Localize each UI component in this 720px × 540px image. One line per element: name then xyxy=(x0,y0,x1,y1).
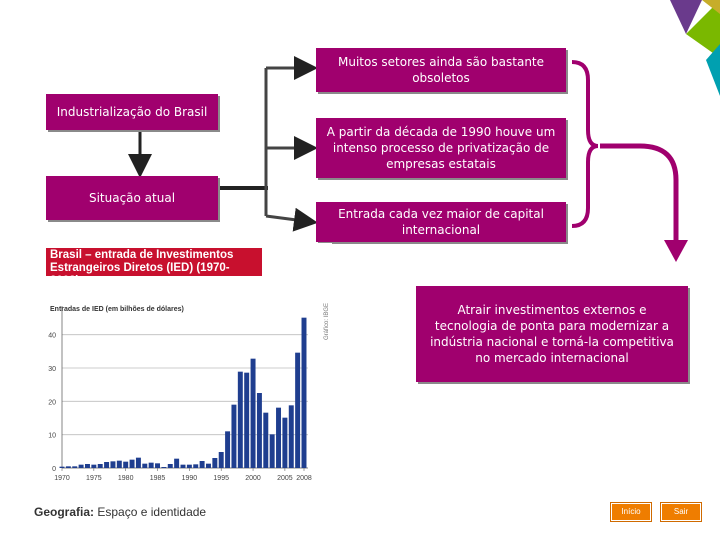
bar-1979 xyxy=(116,460,122,468)
arrow-to-capital xyxy=(265,207,318,232)
chart-title: Brasil – entrada de Investimentos Estran… xyxy=(46,248,262,287)
y-axis-label: Entradas de IED (em bilhões de dólares) xyxy=(50,306,184,313)
bar-2005 xyxy=(282,417,288,468)
bar-1989 xyxy=(180,464,186,468)
label-capital: Entrada cada vez maior de capital intern… xyxy=(338,207,544,237)
inicio-button[interactable]: Início xyxy=(611,503,651,521)
bar-2001 xyxy=(256,393,262,468)
box-situacao: Situação atual xyxy=(46,176,218,220)
x-tick-label: 1980 xyxy=(118,475,134,482)
bar-2008 xyxy=(301,317,307,468)
x-tick-label: 1995 xyxy=(213,475,229,482)
bar-1976 xyxy=(97,464,103,468)
bar-1988 xyxy=(174,458,180,468)
bar-1983 xyxy=(142,463,148,468)
bar-1971 xyxy=(65,466,71,468)
bar-1973 xyxy=(78,464,84,468)
bar-1985 xyxy=(155,463,161,468)
bar-1972 xyxy=(72,466,78,468)
bar-1987 xyxy=(167,464,173,468)
bar-2003 xyxy=(269,434,275,468)
x-tick-label: 2005 xyxy=(277,475,293,482)
x-tick-label: 1975 xyxy=(86,475,102,482)
footer-book-title: Espaço e identidade xyxy=(97,505,207,519)
bar-1982 xyxy=(135,457,141,468)
corner-decoration xyxy=(670,0,720,96)
box-setores: Muitos setores ainda são bastante obsole… xyxy=(316,48,566,92)
bar-1998 xyxy=(237,371,243,468)
arrowhead-atrair xyxy=(664,240,688,262)
footer-subject: Geografia: xyxy=(34,505,95,519)
bar-2006 xyxy=(288,405,294,468)
x-tick-label: 1985 xyxy=(150,475,166,482)
bar-1993 xyxy=(205,463,211,468)
y-tick-label: 20 xyxy=(48,399,56,406)
x-tick-label: 1990 xyxy=(182,475,198,482)
label-situacao: Situação atual xyxy=(88,191,176,205)
x-tick-label: 2000 xyxy=(245,475,261,482)
bar-1995 xyxy=(218,452,224,468)
y-tick-label: 40 xyxy=(48,333,56,340)
bar-1990 xyxy=(186,464,192,468)
box-atrair: Atrair investimentos externos e tecnolog… xyxy=(416,286,688,382)
label-industrializacao: Industrialização do Brasil xyxy=(56,105,208,119)
x-tick-label: 2008 xyxy=(296,475,312,482)
y-tick-label: 10 xyxy=(48,433,56,440)
label-privatizacao: A partir da década de 1990 houve um inte… xyxy=(326,125,556,171)
y-tick-label: 30 xyxy=(48,366,56,373)
bar-1996 xyxy=(225,431,231,468)
box-capital: Entrada cada vez maior de capital intern… xyxy=(316,202,566,242)
arrow-to-atrair xyxy=(600,143,679,240)
y-tick-label: 0 xyxy=(52,466,56,473)
bar-1999 xyxy=(244,372,250,468)
bar-1981 xyxy=(129,459,135,468)
label-setores: Muitos setores ainda são bastante obsole… xyxy=(337,55,545,85)
bar-2004 xyxy=(276,407,282,468)
chart-source: Gráfico: IBGE xyxy=(324,303,330,340)
box-industrializacao: Industrialização do Brasil xyxy=(46,94,218,130)
footer-title: Geografia: Espaço e identidade xyxy=(34,505,206,519)
bar-1974 xyxy=(84,464,90,468)
bar-1980 xyxy=(123,461,129,468)
bar-2000 xyxy=(250,358,256,468)
bar-1986 xyxy=(161,467,167,468)
bar-1992 xyxy=(199,461,205,468)
bar-2002 xyxy=(263,412,269,468)
bar-2007 xyxy=(295,352,301,468)
bar-1984 xyxy=(148,462,154,468)
bar-1970 xyxy=(59,466,65,468)
x-tick-label: 1970 xyxy=(54,475,70,482)
bar-1978 xyxy=(110,461,116,468)
bar-1997 xyxy=(231,404,237,468)
box-privatizacao: A partir da década de 1990 houve um inte… xyxy=(316,118,566,178)
brace xyxy=(571,60,599,228)
label-atrair: Atrair investimentos externos e tecnolog… xyxy=(430,303,674,365)
sair-button[interactable]: Sair xyxy=(661,503,701,521)
bar-1994 xyxy=(212,458,218,468)
bar-1975 xyxy=(91,464,97,468)
bar-1991 xyxy=(193,464,199,468)
bar-1977 xyxy=(104,462,110,468)
